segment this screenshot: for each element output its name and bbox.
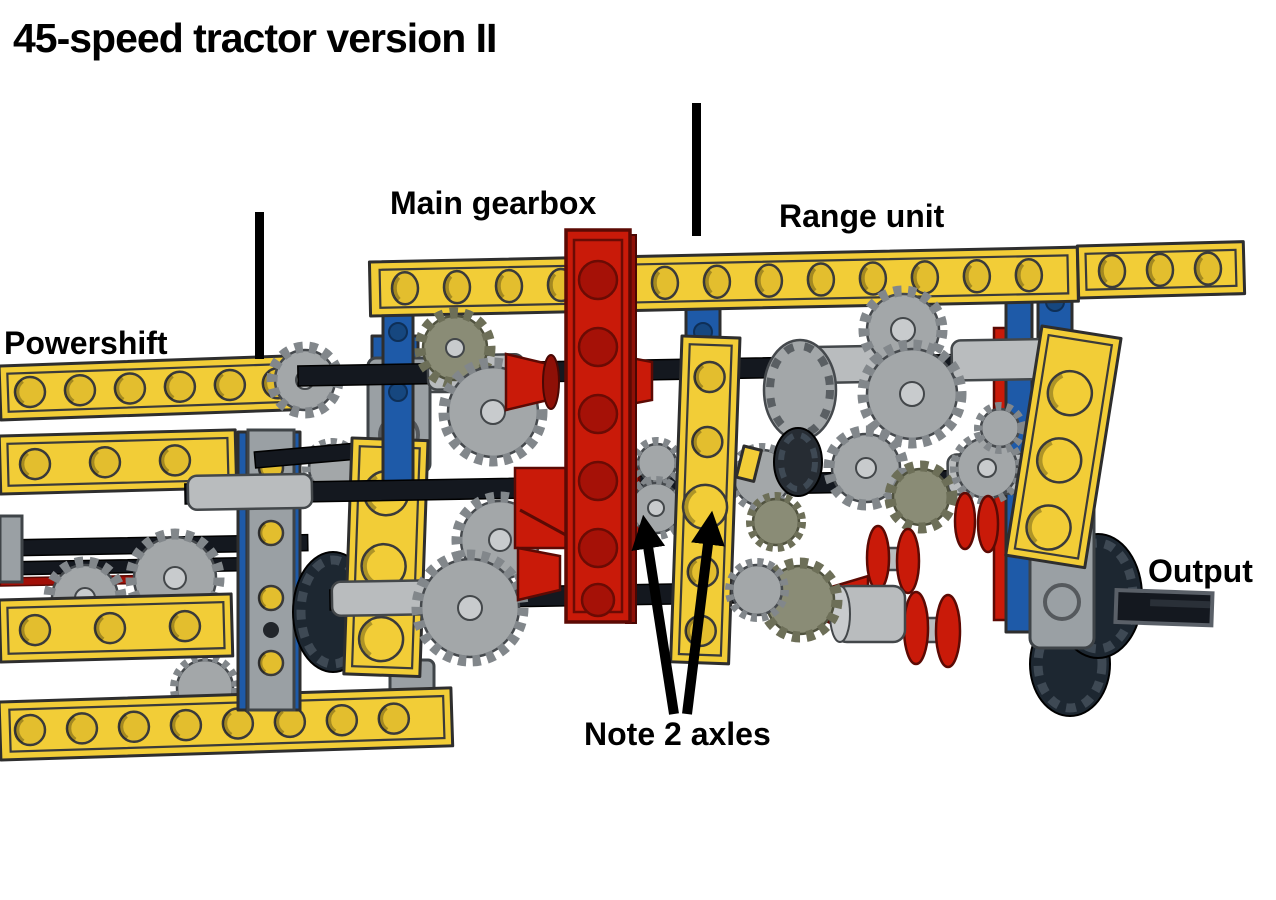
label-output: Output xyxy=(1148,553,1253,589)
beam-top xyxy=(0,354,301,422)
gear-24t xyxy=(411,549,529,667)
frame-column xyxy=(236,428,302,712)
powershift-assembly xyxy=(0,334,539,762)
range-unit-assembly xyxy=(725,285,1215,717)
label-note-axles: Note 2 axles xyxy=(584,716,771,752)
divider-main-gearbox xyxy=(692,103,701,236)
output-axle xyxy=(1113,587,1215,628)
yellow-shift-beam xyxy=(669,334,742,666)
beam-bottom xyxy=(0,686,455,762)
gear xyxy=(884,460,958,534)
label-main-gearbox: Main gearbox xyxy=(390,185,597,221)
label-range-unit: Range unit xyxy=(779,198,945,234)
dark-coupling xyxy=(773,427,823,497)
top-beam xyxy=(367,245,1080,318)
top-beam-right xyxy=(1075,240,1247,300)
yellow-bit xyxy=(734,444,763,483)
label-powershift: Powershift xyxy=(4,325,168,361)
beam-low xyxy=(0,592,235,664)
gear-24t xyxy=(857,339,967,449)
gear-stub xyxy=(0,514,24,584)
divider-powershift xyxy=(255,212,264,359)
gear xyxy=(746,492,806,552)
page-title: 45-speed tractor version II xyxy=(13,15,497,61)
red-lever-beam xyxy=(564,228,637,624)
gear xyxy=(974,402,1026,454)
clutch-cylinder xyxy=(829,584,907,644)
stud-plate xyxy=(1004,324,1123,570)
annotations xyxy=(255,103,725,715)
beam-mid xyxy=(0,428,239,496)
axle-hole xyxy=(263,622,279,638)
differential-gear xyxy=(762,338,838,442)
blue-beam xyxy=(381,300,415,494)
gear xyxy=(725,558,789,622)
note-arrow-left xyxy=(631,514,679,715)
gear xyxy=(823,425,909,511)
note-arrow-right xyxy=(682,510,725,715)
